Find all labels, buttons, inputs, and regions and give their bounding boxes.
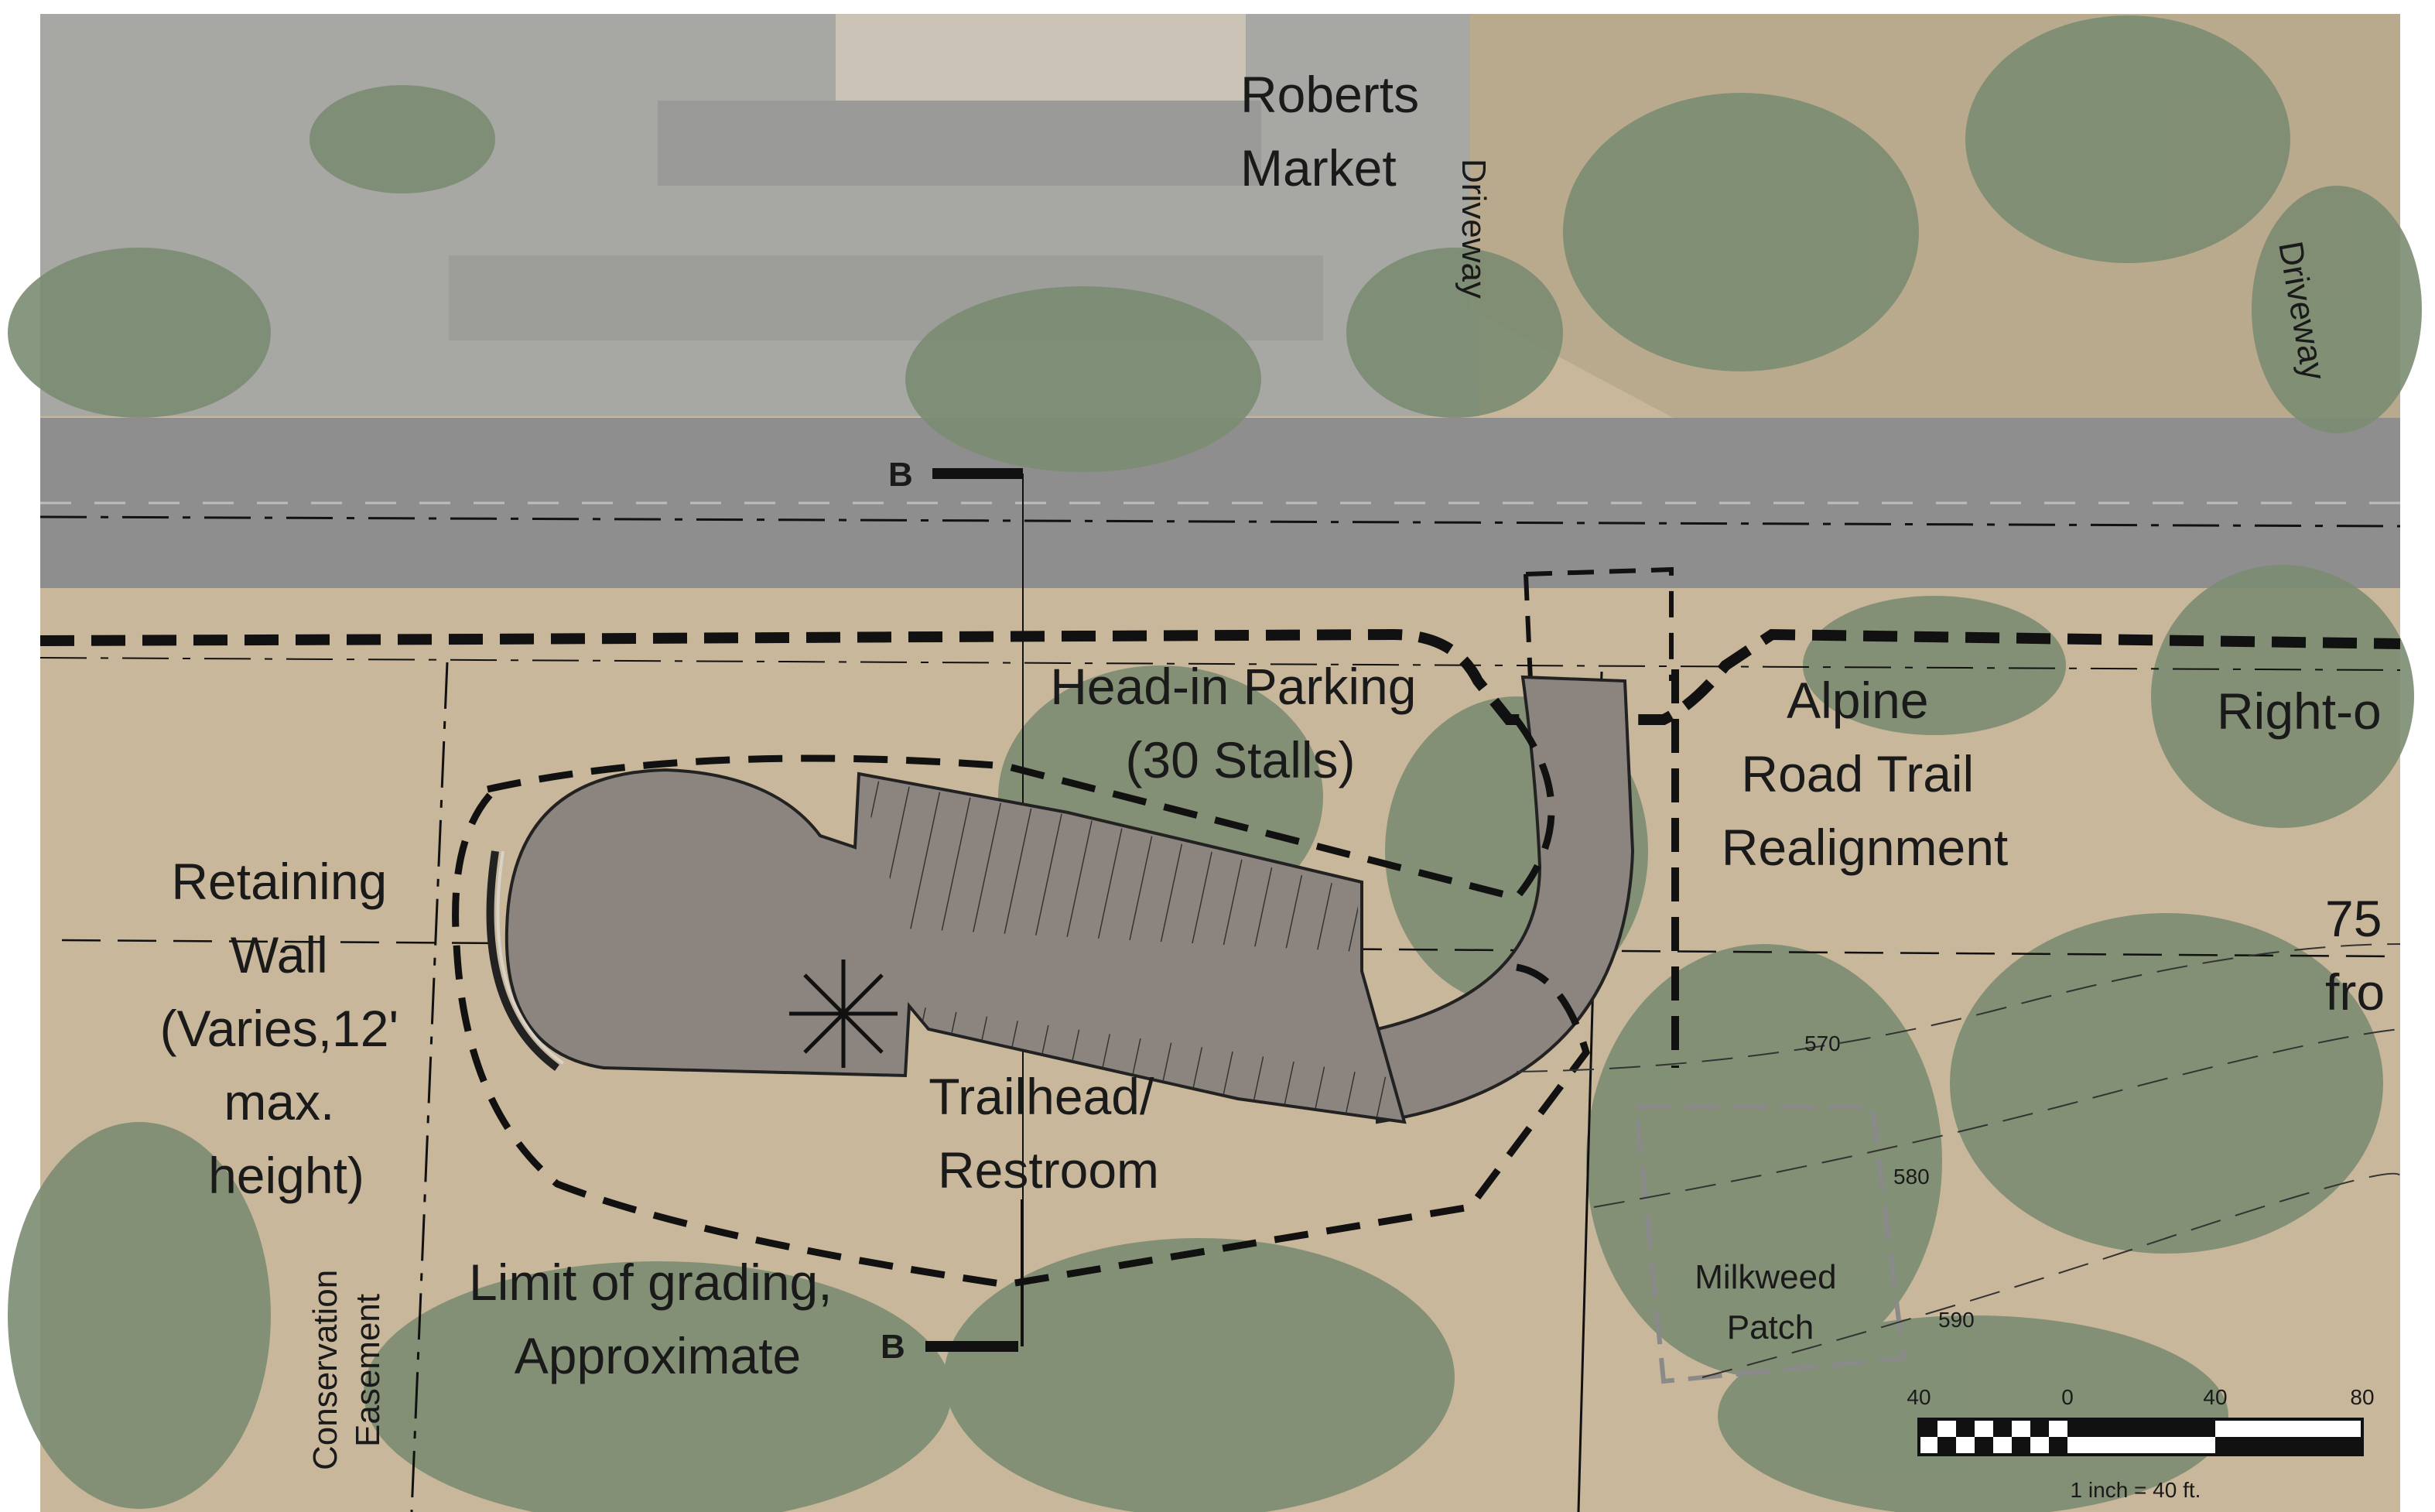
trailhead-symbol [789,960,898,1068]
milkweed-patch-boundary [1633,1104,1907,1384]
scale-tick-80: 80 [2350,1385,2374,1409]
retaining-wall-label: Retaining Wall (Varies,12' max. height) [160,853,413,1204]
contour-label-580: 580 [1893,1165,1930,1189]
right-of-way-label: Right-o [2217,682,2382,740]
trailhead-label: Trailhead/ Restroom [929,1068,1168,1199]
contour-label-570: 570 [1804,1031,1841,1055]
scale-bar: 40 0 40 80 1 inch = 40 ft. [1907,1385,2374,1502]
contour-lines [1516,943,2401,1378]
section-cut-marker-bottom: B [881,1328,1018,1366]
alpine-trail-label: Alpine Road Trail Realignment [1722,672,2009,876]
scale-tick-0: 0 [2061,1385,2074,1409]
milkweed-label: Milkweed Patch [1695,1258,1846,1346]
scale-caption: 1 inch = 40 ft. [2071,1478,2201,1502]
grading-label: Limit of grading, Approximate [469,1254,846,1384]
limit-of-grading [452,717,1590,1288]
scale-tick-40-right: 40 [2203,1385,2227,1409]
roberts-market-label: Roberts Market [1240,66,1433,197]
parking-label: Head-in Parking (30 Stalls) [1050,658,1431,788]
conservation-easement-label: Conservation Easement [306,1261,387,1471]
section-label-bottom: B [881,1328,905,1366]
scale-tick-40-left: 40 [1907,1385,1931,1409]
retaining-wall [486,850,559,1072]
setback-label: 75 fro [2325,890,2396,1021]
driveway-left-label: Driveway [1455,159,1493,299]
section-label-top: B [888,456,913,494]
contour-label-590: 590 [1938,1308,1975,1332]
driveway-box [1524,566,1674,717]
section-cut-marker-top: B [888,456,1023,494]
